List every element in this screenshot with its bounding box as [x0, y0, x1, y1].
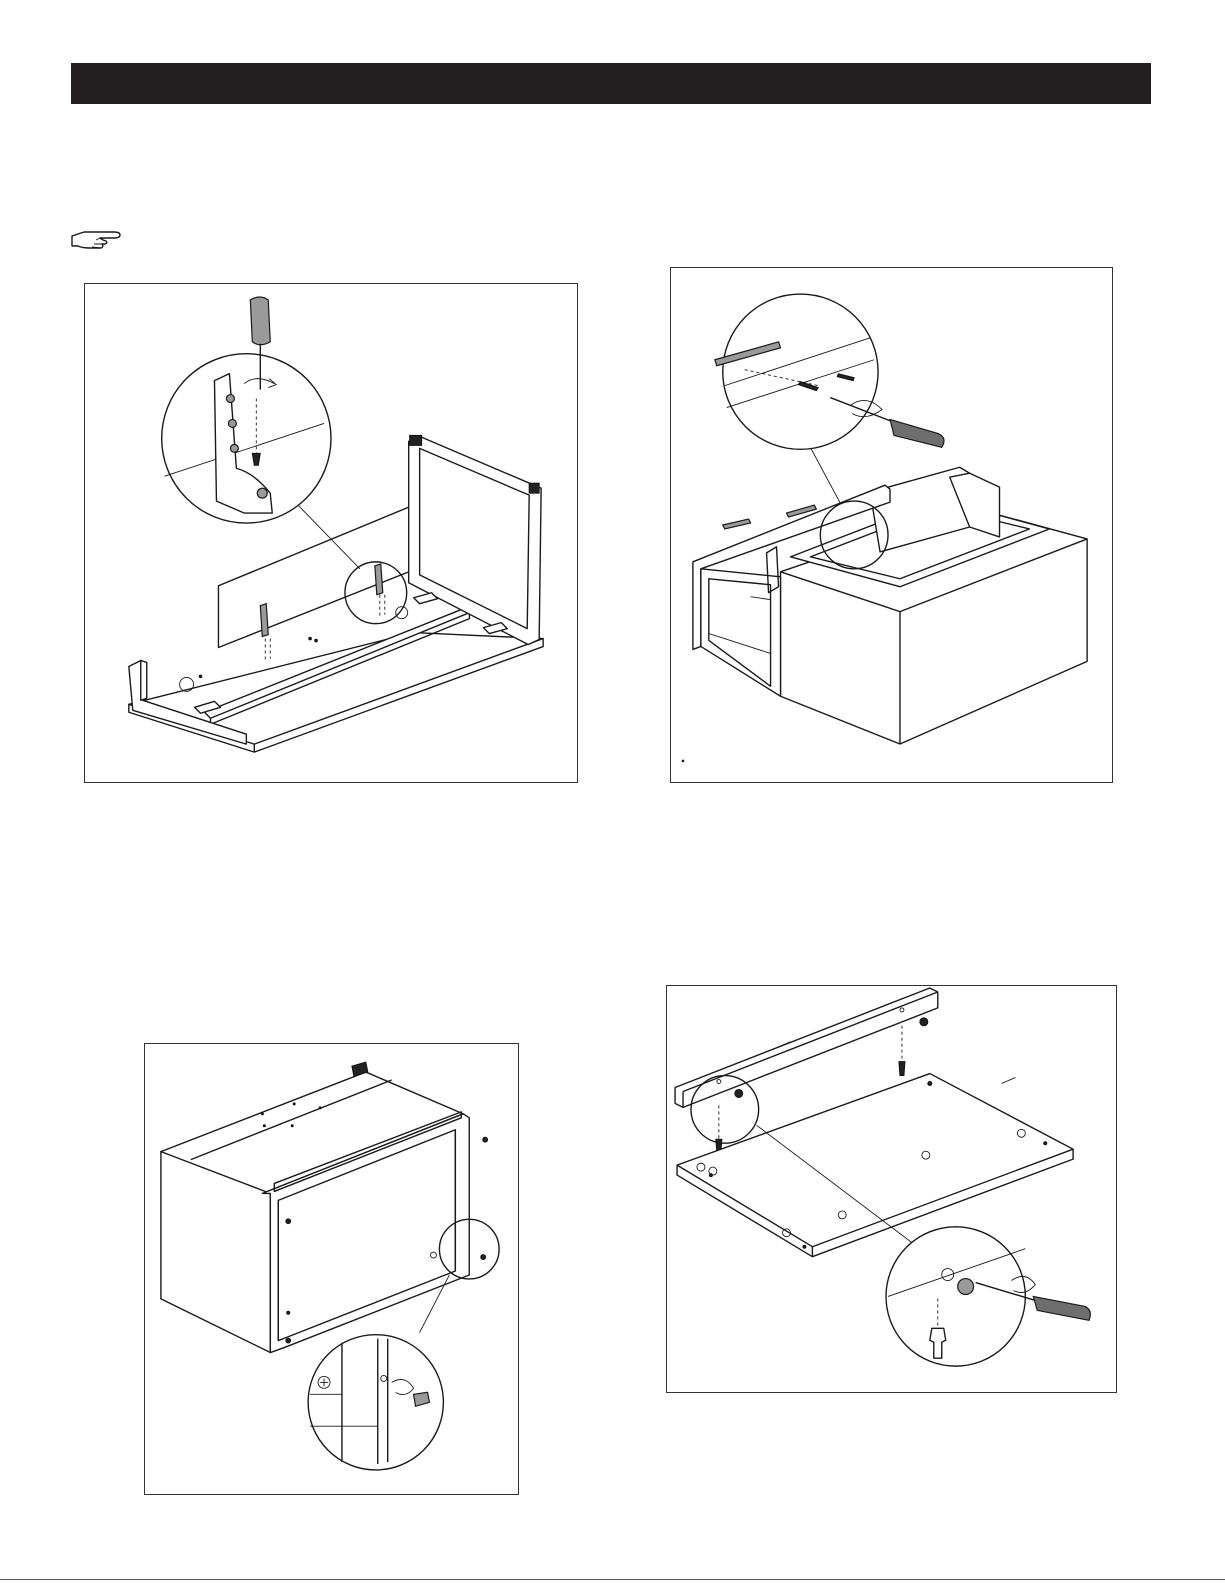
illustration-panel-drawer-slides	[670, 267, 1113, 783]
illustration-panel-cam-lock	[144, 1043, 519, 1495]
section-header-bar	[71, 63, 1151, 104]
cabinet-cam-lock-illustration	[145, 1044, 518, 1494]
pointing-hand-icon	[70, 226, 130, 252]
drawer-slide-illustration	[671, 268, 1112, 782]
illustration-panel-rail-dowels	[666, 985, 1117, 1393]
footer-rule	[0, 1579, 1225, 1580]
rail-dowel-illustration	[667, 986, 1116, 1392]
illustration-panel-frame-brackets	[84, 283, 578, 783]
frame-bracket-illustration	[85, 284, 577, 782]
